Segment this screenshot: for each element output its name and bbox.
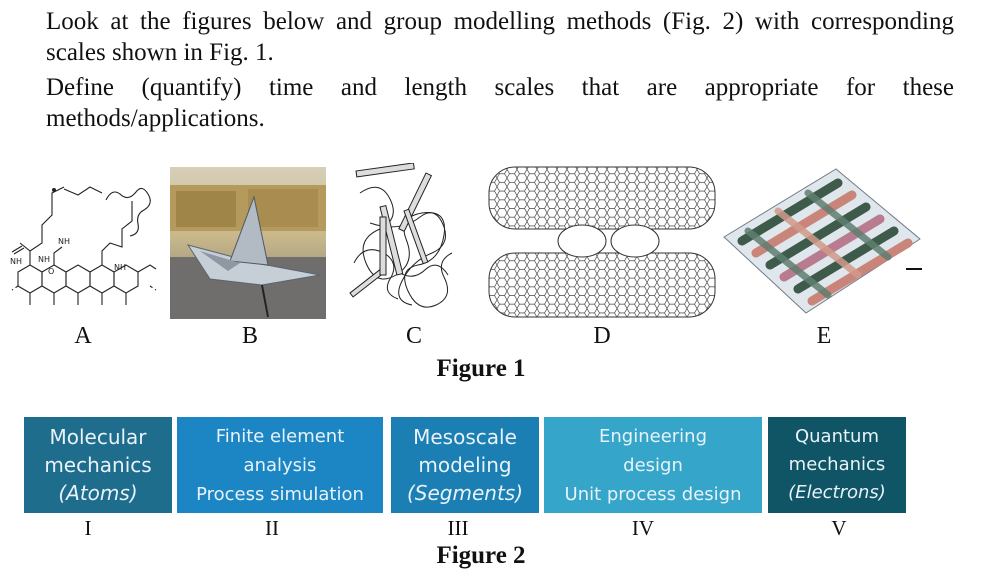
figure1-label-c: C [405, 323, 422, 349]
figure-d-carbon-nanotubes [488, 166, 716, 318]
figure2-caption: Figure 2 [436, 542, 526, 569]
method-line: modeling [418, 453, 512, 477]
figure1-label-e: E [816, 323, 832, 349]
figure1-label-b: B [241, 323, 258, 349]
method-box-engineering-design: Engineering design Unit process design [544, 417, 762, 513]
figure1-label-a: A [74, 323, 92, 349]
method-line: (Electrons) [788, 482, 886, 503]
method-box-finite-element-analysis: Finite element analysis Process simulati… [177, 417, 383, 513]
nh-label: NH [58, 237, 70, 246]
method-line: Process simulation [196, 483, 364, 505]
figure2-label-iii: III [447, 516, 469, 540]
nh-label: NH [38, 255, 50, 264]
method-box-mesoscale-modeling: Mesoscale modeling (Segments) [391, 417, 539, 513]
method-line: Molecular [49, 425, 147, 449]
method-line: analysis [243, 454, 317, 476]
figure-a-molecular-structure: NH NH NH NH O [10, 186, 157, 305]
method-box-quantum-mechanics: Quantum mechanics (Electrons) [768, 417, 906, 513]
figure2-label-ii: II [265, 516, 279, 540]
method-line: mechanics [44, 453, 152, 477]
method-line: Finite element [215, 425, 345, 447]
instruction-paragraph-1: Look at the figures below and group mode… [46, 8, 954, 66]
method-line: Quantum [794, 426, 879, 447]
method-line: design [623, 454, 683, 476]
figure2-label-iv: IV [631, 516, 655, 540]
method-line: Mesoscale [413, 425, 517, 449]
figure2-label-i: I [84, 516, 92, 540]
nh-label: NH [10, 257, 22, 266]
method-line: Unit process design [564, 483, 742, 505]
figure-b-aircraft-photo [170, 167, 326, 319]
figure1-label-d: D [593, 323, 611, 349]
method-line: (Atoms) [58, 481, 138, 505]
instruction-paragraph-2: Define (quantify) time and length scales… [46, 74, 954, 132]
figure1-caption: Figure 1 [436, 355, 526, 382]
figure-e-woven-fabric [723, 168, 922, 314]
figure2-label-v: V [831, 516, 847, 540]
nh-label: NH [114, 263, 126, 272]
method-line: mechanics [788, 454, 886, 475]
method-line: Engineering [599, 425, 707, 447]
o-label: O [48, 267, 54, 276]
method-box-molecular-mechanics: Molecular mechanics (Atoms) [24, 417, 172, 513]
figure-c-polymer-network [349, 163, 453, 308]
method-line: (Segments) [406, 481, 524, 505]
